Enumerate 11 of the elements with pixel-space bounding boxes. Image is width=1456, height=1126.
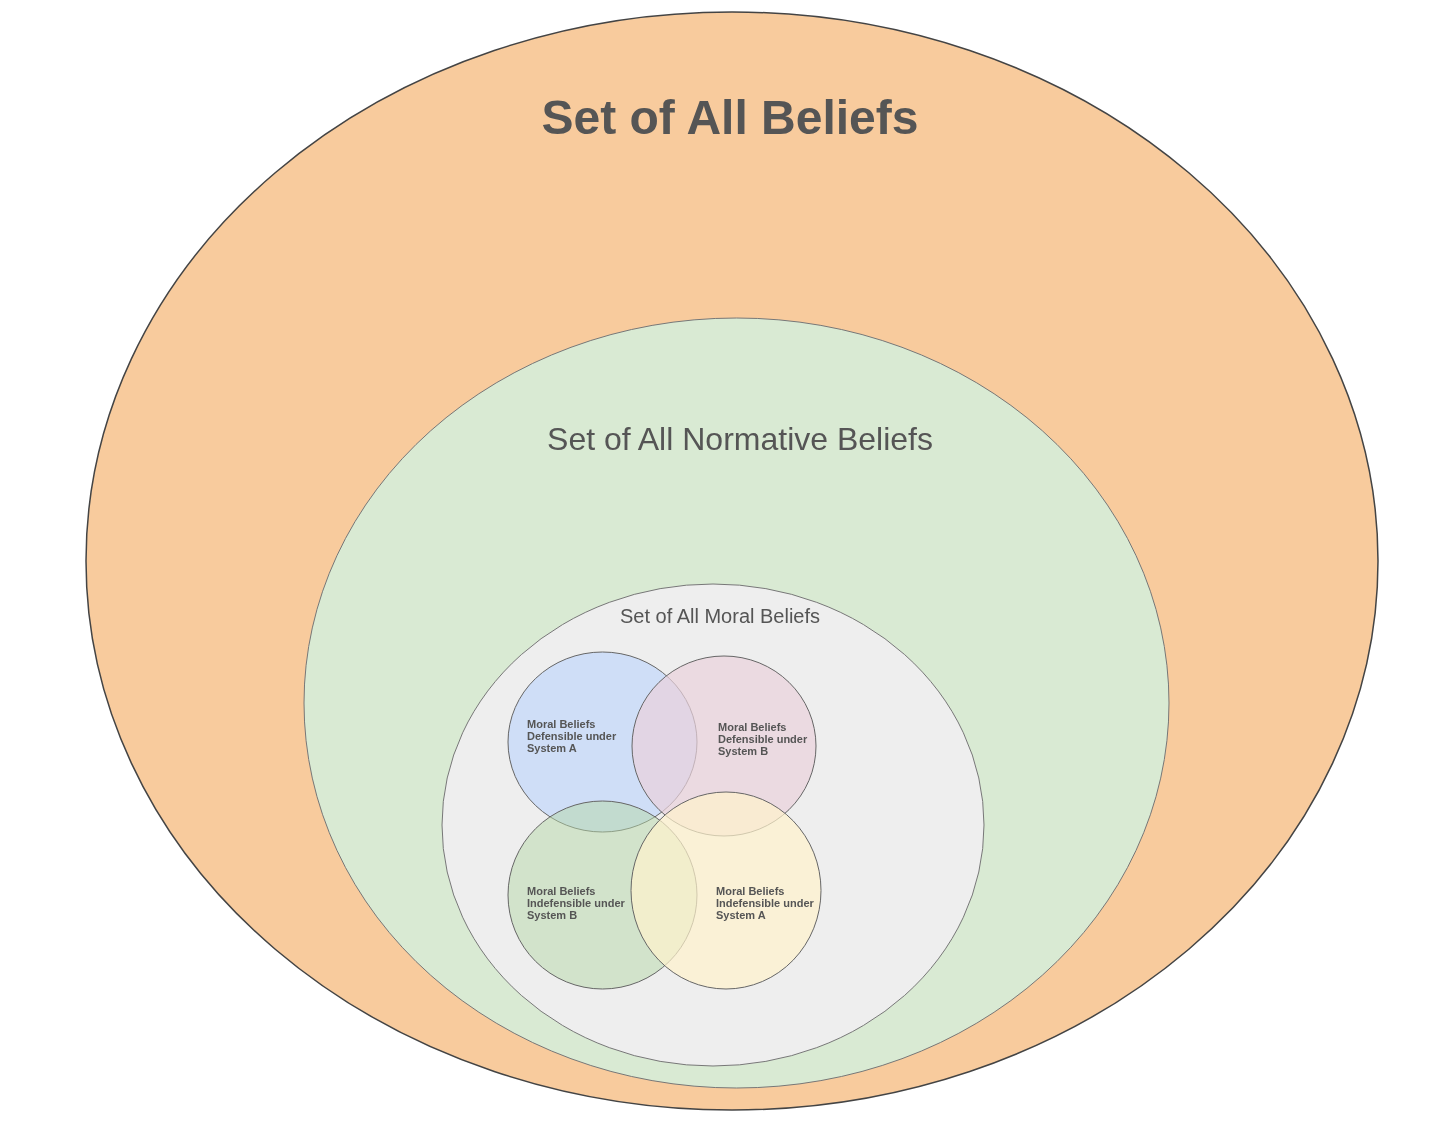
subset-circle bbox=[631, 792, 821, 989]
set-label: Set of All Moral Beliefs bbox=[618, 606, 822, 628]
set-label: Moral Beliefs Defensible under System B bbox=[718, 722, 809, 758]
set-label: Moral Beliefs Indefensible under System A bbox=[716, 886, 815, 922]
set-ellipse bbox=[442, 584, 984, 1066]
set-label: Moral Beliefs Defensible under System A bbox=[527, 719, 618, 755]
set-label: Set of All Normative Beliefs bbox=[546, 422, 934, 457]
set-label: Set of All Beliefs bbox=[540, 92, 920, 144]
set-ellipse bbox=[86, 12, 1378, 1110]
set-label: Moral Beliefs Indefensible under System B bbox=[527, 886, 626, 922]
set-ellipse bbox=[304, 318, 1169, 1088]
